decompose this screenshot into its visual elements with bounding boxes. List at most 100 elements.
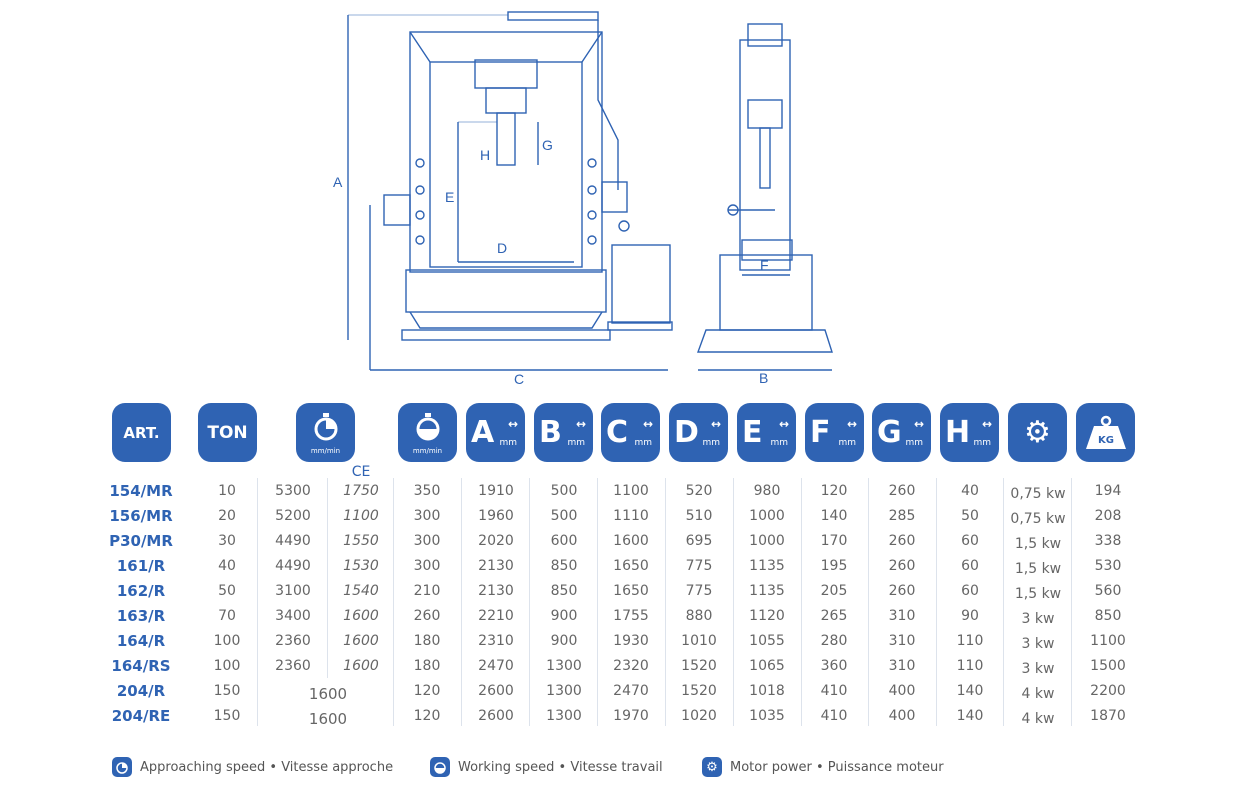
cell-ton: 40 (218, 558, 236, 574)
cell-c: 1600 (613, 533, 649, 549)
cell-d: 775 (685, 583, 713, 599)
header-ton-label: TON (207, 422, 248, 443)
cell-approach-ce: 1540 (343, 583, 379, 599)
dim-label-b: B (759, 370, 768, 386)
cell-b: 1300 (546, 658, 582, 674)
work-unit: mm/min (412, 447, 443, 455)
cell-art: 204/RE (111, 707, 171, 725)
cell-a: 2600 (478, 683, 514, 699)
cell-b: 850 (550, 558, 578, 574)
cell-approach: 5300 (275, 483, 311, 499)
cell-g: 260 (888, 483, 916, 499)
cell-art: 164/R (116, 632, 166, 650)
cell-b: 1300 (546, 708, 582, 724)
cell-kg: 1100 (1090, 633, 1126, 649)
cell-motor: 1,5 kw (1014, 561, 1062, 577)
cell-c: 1755 (613, 608, 649, 624)
cell-e: 1035 (749, 708, 785, 724)
dim-label-h: H (480, 147, 490, 163)
stopwatch-work-icon (430, 757, 450, 777)
dim-letter: C (606, 414, 629, 450)
cell-work: 180 (413, 633, 441, 649)
cell-g: 400 (888, 708, 916, 724)
cell-d: 1520 (681, 658, 717, 674)
cell-b: 900 (550, 633, 578, 649)
cell-ton: 20 (218, 508, 236, 524)
cell-art: P30/MR (109, 532, 173, 550)
cell-g: 260 (888, 583, 916, 599)
cell-kg: 1500 (1090, 658, 1126, 674)
dim-letter: E (742, 414, 763, 450)
header-dim-d: D↔mm (669, 403, 728, 462)
legend-motor: ⚙ Motor power • Puissance moteur (702, 757, 944, 777)
cell-art: 163/R (116, 607, 166, 625)
dim-letter: B (539, 414, 562, 450)
cell-a: 1960 (478, 508, 514, 524)
stopwatch-work-icon (416, 412, 439, 440)
cell-a: 1910 (478, 483, 514, 499)
cell-kg: 2200 (1090, 683, 1126, 699)
cell-d: 695 (685, 533, 713, 549)
cell-motor: 4 kw (1021, 686, 1055, 702)
cell-g: 310 (888, 633, 916, 649)
cell-c: 1930 (613, 633, 649, 649)
cell-ton: 150 (213, 683, 241, 699)
header-dim-b: B↔mm (534, 403, 593, 462)
cell-motor: 3 kw (1021, 636, 1055, 652)
legend-motor-text: Motor power • Puissance moteur (730, 759, 944, 775)
cell-f: 360 (820, 658, 848, 674)
cell-approach-merged: 1600 (308, 685, 348, 703)
column-divider (868, 478, 869, 726)
cell-kg: 560 (1094, 583, 1122, 599)
cell-kg: 1870 (1090, 708, 1126, 724)
cell-approach-ce: 1750 (343, 483, 379, 499)
header-dim-e: E↔mm (737, 403, 796, 462)
cell-e: 1055 (749, 633, 785, 649)
stopwatch-approach-icon (112, 757, 132, 777)
cell-g: 400 (888, 683, 916, 699)
cell-d: 1010 (681, 633, 717, 649)
column-divider (529, 478, 530, 726)
cell-motor: 1,5 kw (1014, 536, 1062, 552)
cell-kg: 194 (1094, 483, 1122, 499)
cell-work: 300 (413, 533, 441, 549)
cell-motor: 3 kw (1021, 661, 1055, 677)
approach-unit: mm/min (310, 447, 341, 455)
header-motor-power: ⚙ (1008, 403, 1067, 462)
dim-unit: mm (973, 438, 991, 448)
column-divider (257, 478, 258, 726)
dim-letter: H (945, 414, 971, 450)
double-arrow-icon: ↔ (575, 417, 586, 431)
cell-g: 285 (888, 508, 916, 524)
cell-art: 164/RS (111, 657, 171, 675)
dim-label-a: A (333, 174, 343, 190)
cell-approach: 2360 (275, 633, 311, 649)
svg-text:KG: KG (1098, 435, 1114, 446)
cell-h: 60 (961, 533, 979, 549)
header-ton: TON (198, 403, 257, 462)
cell-h: 110 (956, 658, 984, 674)
cell-e: 1000 (749, 533, 785, 549)
cell-e: 1135 (749, 558, 785, 574)
cell-approach: 3400 (275, 608, 311, 624)
cell-f: 195 (820, 558, 848, 574)
cell-d: 775 (685, 558, 713, 574)
cell-work: 300 (413, 508, 441, 524)
cell-approach-ce: 1550 (343, 533, 379, 549)
cell-b: 1300 (546, 683, 582, 699)
cell-h: 110 (956, 633, 984, 649)
legend-work-text: Working speed • Vitesse travail (458, 759, 663, 775)
cell-approach: 4490 (275, 558, 311, 574)
cell-motor: 3 kw (1021, 611, 1055, 627)
cell-approach-ce: 1600 (343, 658, 379, 674)
cell-f: 410 (820, 683, 848, 699)
cell-work: 120 (413, 708, 441, 724)
column-divider (327, 478, 328, 678)
cell-art: 154/MR (109, 482, 173, 500)
cell-b: 850 (550, 583, 578, 599)
cell-motor: 0,75 kw (1010, 511, 1066, 527)
header-working-speed: mm/min (398, 403, 457, 462)
cell-ton: 30 (218, 533, 236, 549)
cell-h: 60 (961, 583, 979, 599)
column-divider (461, 478, 462, 726)
